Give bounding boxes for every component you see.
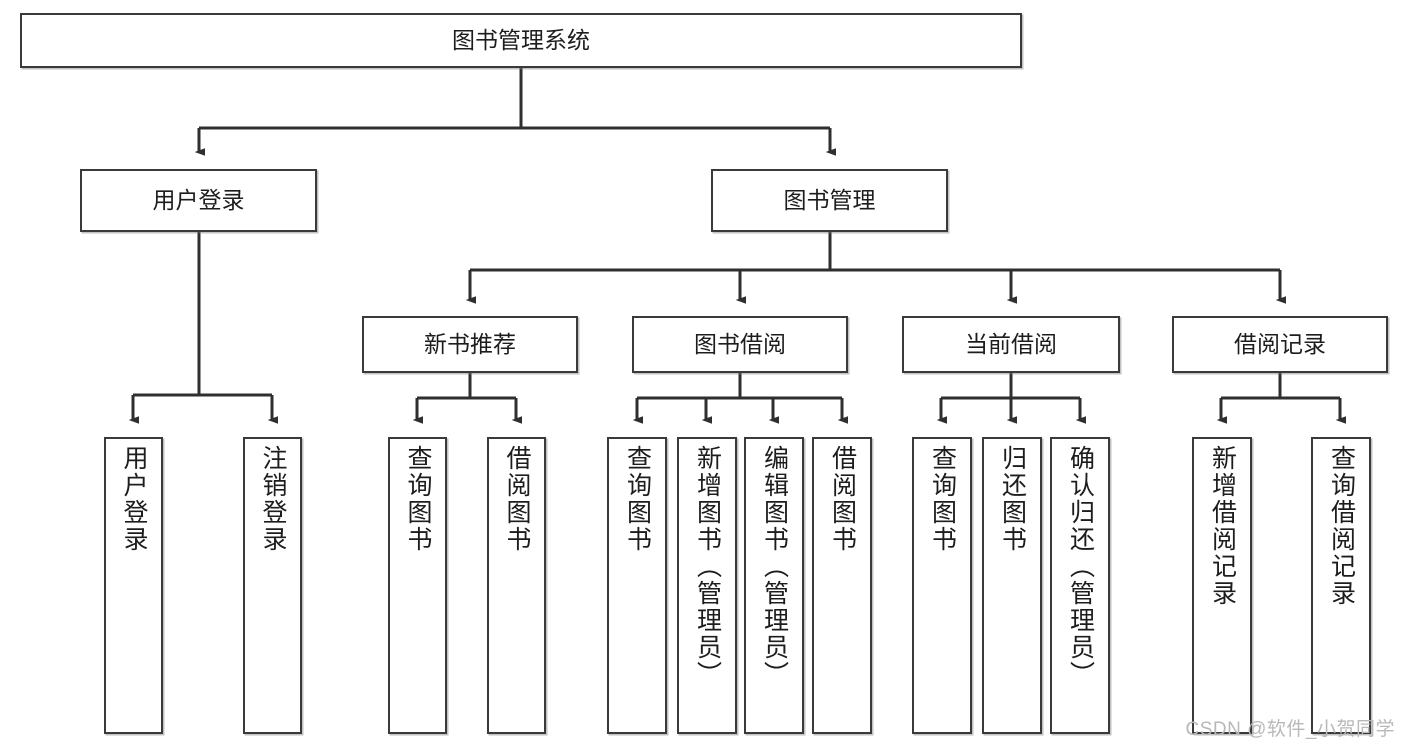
node-leaf-confirm-return-admin[interactable]: 确认归还（管理员） [1050,437,1110,734]
node-label: 用户登录 [120,445,148,553]
node-label: 注销登录 [259,445,287,553]
node-leaf-user-logout[interactable]: 注销登录 [243,437,302,734]
node-label: 用户登录 [152,187,245,214]
node-leaf-borrow-query-book[interactable]: 查询图书 [607,437,667,734]
node-current-borrow[interactable]: 当前借阅 [902,316,1120,373]
node-leaf-borrow-book[interactable]: 借阅图书 [812,437,872,734]
node-leaf-return-book[interactable]: 归还图书 [982,437,1042,734]
node-root-system[interactable]: 图书管理系统 [20,13,1022,68]
node-label: 查询图书 [928,445,957,553]
node-leaf-user-login[interactable]: 用户登录 [104,437,163,734]
node-leaf-add-borrow-record[interactable]: 新增借阅记录 [1192,437,1252,734]
node-label: 查询图书 [623,445,652,553]
node-leaf-rec-borrow-book[interactable]: 借阅图书 [487,437,546,734]
node-leaf-query-borrow-record[interactable]: 查询借阅记录 [1311,437,1371,734]
node-new-book-rec[interactable]: 新书推荐 [362,316,578,373]
node-label: 新增图书（管理员） [693,445,722,688]
node-label: 借阅图书 [503,445,531,553]
watermark-text: CSDN @软件_小贺同学 [1185,719,1395,740]
node-label: 编辑图书（管理员） [760,445,789,688]
node-book-borrow[interactable]: 图书借阅 [632,316,848,373]
node-label: 查询借阅记录 [1327,445,1356,607]
node-label: 借阅图书 [828,445,857,553]
node-label: 当前借阅 [965,331,1057,358]
node-label: 图书管理系统 [452,27,590,54]
node-label: 借阅记录 [1234,331,1326,358]
node-label: 查询图书 [404,445,432,553]
node-label: 新增借阅记录 [1208,445,1237,607]
node-label: 归还图书 [998,445,1027,553]
node-book-manage[interactable]: 图书管理 [711,169,948,232]
node-label: 图书管理 [783,187,876,214]
node-leaf-cur-query-book[interactable]: 查询图书 [912,437,972,734]
node-borrow-record[interactable]: 借阅记录 [1172,316,1388,373]
node-label: 图书借阅 [694,331,786,358]
node-leaf-add-book-admin[interactable]: 新增图书（管理员） [677,437,737,734]
node-user-login[interactable]: 用户登录 [80,169,317,232]
node-label: 新书推荐 [424,331,516,358]
node-leaf-edit-book-admin[interactable]: 编辑图书（管理员） [744,437,804,734]
node-label: 确认归还（管理员） [1066,445,1095,688]
node-leaf-rec-query-book[interactable]: 查询图书 [388,437,447,734]
